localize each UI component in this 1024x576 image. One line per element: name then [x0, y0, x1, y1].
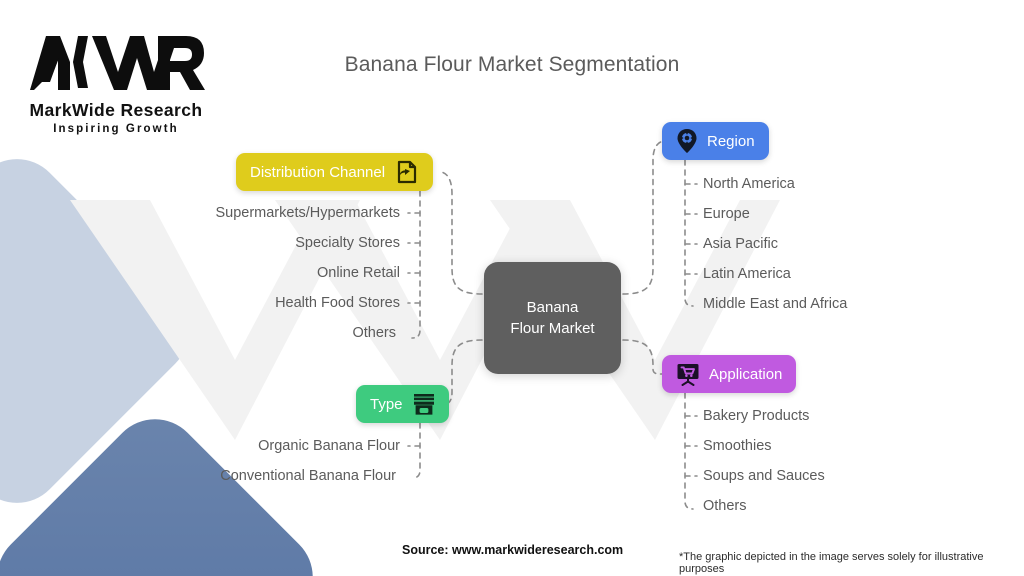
leaf-region-3: Latin America [703, 266, 791, 282]
document-share-icon [395, 160, 419, 184]
page-title: Banana Flour Market Segmentation [344, 53, 680, 76]
leaf-type-0: Organic Banana Flour [258, 438, 400, 454]
brand-logo: MarkWide Research Inspiring Growth [26, 32, 206, 135]
branch-label-region: Region [707, 132, 755, 150]
leaf-distribution-0: Supermarkets/Hypermarkets [215, 205, 400, 221]
link-application-spine [684, 392, 694, 510]
link-center-distribution [439, 171, 483, 295]
leaf-distribution-1: Specialty Stores [295, 235, 400, 251]
link-distribution-spine [411, 190, 421, 339]
presentation-cart-icon [676, 362, 700, 386]
source-credit: Source: www.markwideresearch.com [402, 543, 624, 557]
leaf-region-1: Europe [703, 206, 750, 222]
leaf-distribution-2: Online Retail [316, 265, 400, 281]
disclaimer-note: *The graphic depicted in the image serve… [679, 551, 984, 575]
branch-label-type: Type [370, 395, 403, 413]
link-type-spine [411, 422, 421, 479]
link-center-type [441, 339, 483, 406]
leaf-application-3: Others [703, 498, 747, 514]
leaf-application-2: Soups and Sauces [703, 468, 825, 484]
brand-name: MarkWide Research [29, 100, 203, 120]
map-pin-icon [676, 128, 698, 154]
brand-tagline: Inspiring Growth [53, 123, 179, 135]
center-node[interactable]: Banana Flour Market [484, 262, 621, 374]
branch-pill-distribution-channel[interactable]: Distribution Channel [236, 153, 434, 191]
leaf-region-0: North America [703, 176, 795, 192]
leaf-application-1: Smoothies [703, 438, 772, 454]
branch-pill-region[interactable]: Region [662, 122, 769, 160]
mwr-logo-mark [30, 36, 205, 90]
store-icon [413, 392, 435, 416]
leaf-distribution-4: Others [352, 325, 396, 341]
branch-pill-type[interactable]: Type [356, 385, 449, 423]
leaf-region-4: Middle East and Africa [703, 296, 848, 312]
center-node-line2: Flour Market [510, 320, 595, 337]
leaf-region-2: Asia Pacific [703, 236, 778, 252]
link-center-application [622, 339, 663, 375]
branch-label-application: Application [709, 365, 783, 383]
leaf-distribution-3: Health Food Stores [275, 295, 400, 311]
leaf-application-0: Bakery Products [703, 408, 810, 424]
branch-label-distribution-channel: Distribution Channel [250, 163, 386, 181]
leaf-type-1: Conventional Banana Flour [220, 468, 396, 484]
link-center-region [622, 140, 666, 295]
center-node-line1: Banana [526, 299, 579, 316]
branch-pill-application[interactable]: Application [662, 355, 797, 393]
link-region-spine [684, 159, 694, 307]
